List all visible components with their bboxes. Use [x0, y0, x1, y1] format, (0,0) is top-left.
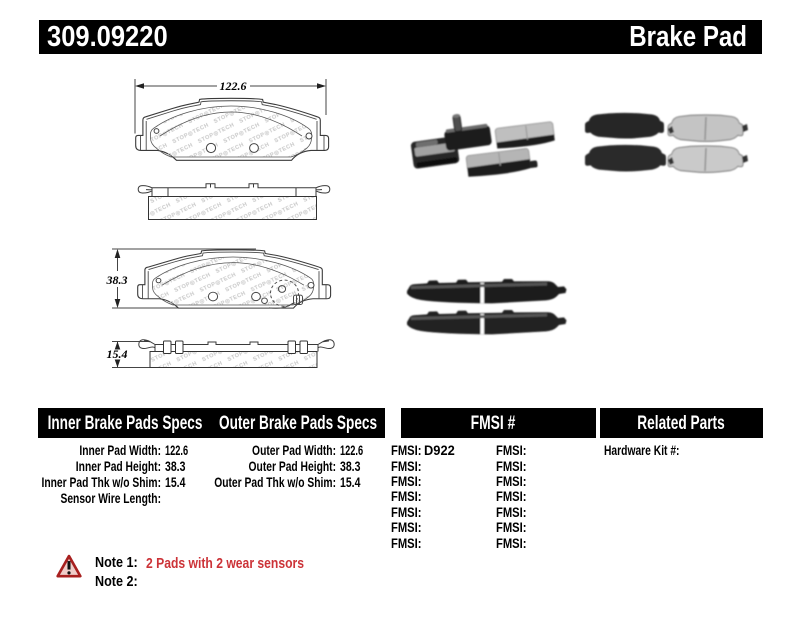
- svg-text:38.3: 38.3: [106, 273, 128, 287]
- svg-text:122.6: 122.6: [220, 79, 247, 93]
- svg-text:15.4: 15.4: [107, 347, 128, 361]
